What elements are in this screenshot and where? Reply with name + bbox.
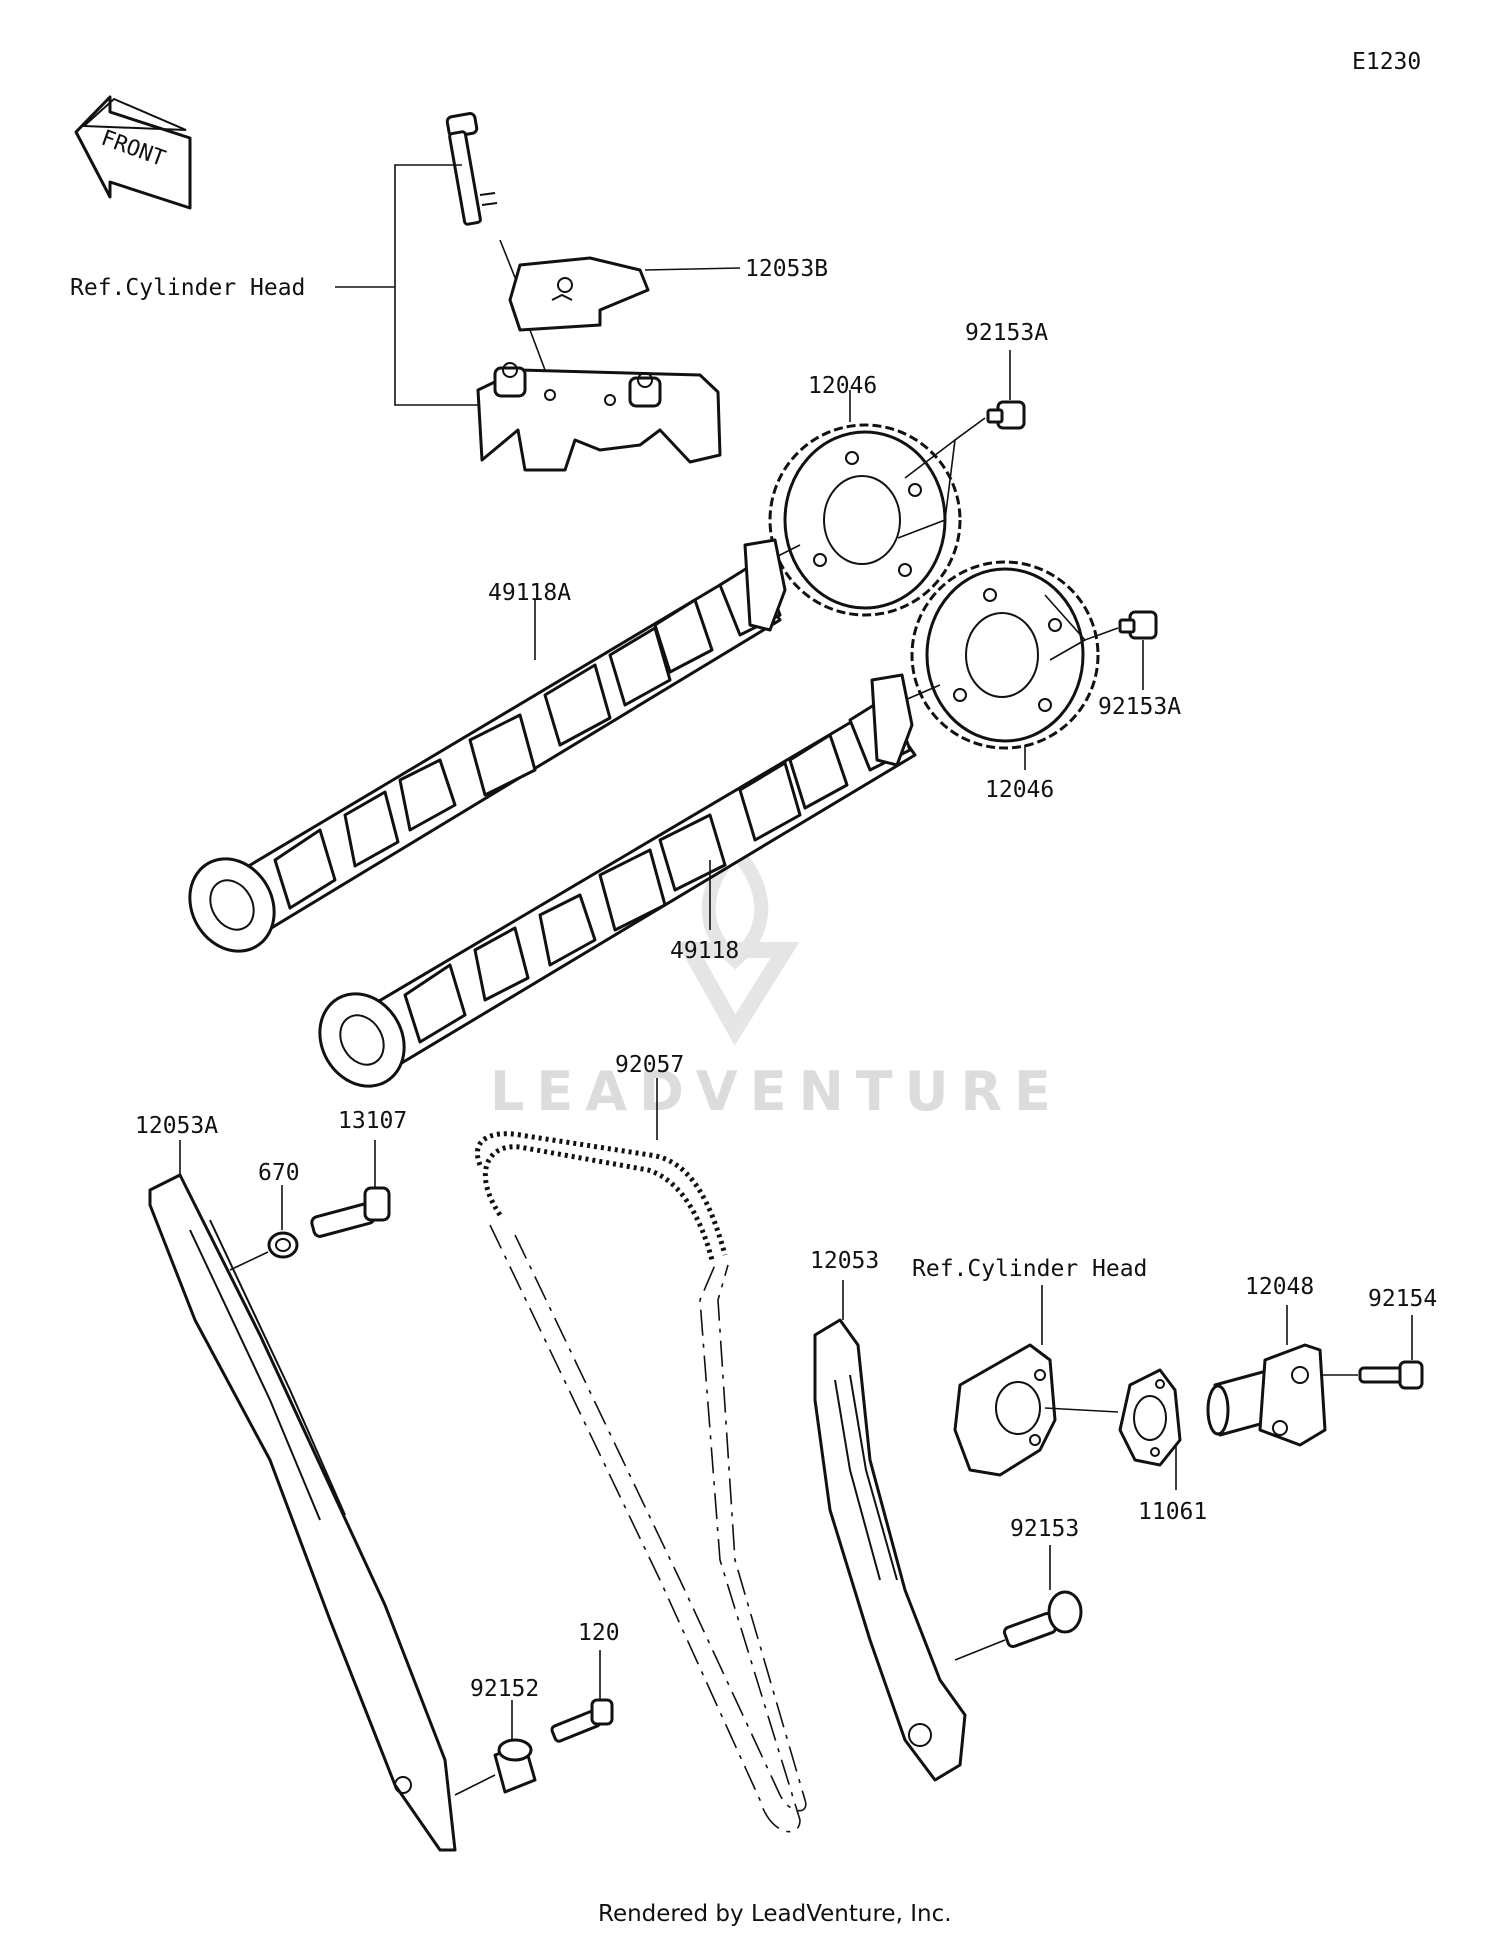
callout-12053A: 12053A [135, 1113, 218, 1139]
diagram-code: E1230 [1352, 49, 1421, 75]
chain-tensioner [1206, 1343, 1327, 1447]
callout-92152: 92152 [470, 1676, 539, 1702]
tensioner-bolt [1358, 1360, 1424, 1390]
camshaft-lobes [188, 538, 787, 953]
tensioner-guide-pivot-bolt [1002, 1590, 1083, 1649]
callout-12046-top: 12046 [808, 373, 877, 399]
callout-12053: 12053 [810, 1248, 879, 1274]
callout-92153A-top: 92153A [965, 320, 1048, 346]
timing-chain [475, 1131, 807, 1833]
callout-670: 670 [258, 1160, 300, 1186]
callout-92057: 92057 [615, 1052, 684, 1078]
callout-ref-cylinder-head-top: Ref.Cylinder Head [70, 275, 305, 301]
cylinder-head-tensioner-mount [953, 1343, 1057, 1477]
intake-camshaft [188, 538, 787, 953]
leadventure-logo-icon [676, 839, 800, 1046]
camshaft-sprocket-upper [768, 423, 962, 617]
callout-12046-bottom: 12046 [985, 777, 1054, 803]
washer [267, 1231, 299, 1259]
sprocket-bolt-upper [986, 400, 1026, 430]
callout-49118: 49118 [670, 938, 739, 964]
chain-guide-front [148, 1173, 457, 1852]
guide-collar [493, 1738, 537, 1794]
sprocket-bolt-lower [1118, 610, 1158, 640]
callout-ref-cylinder-head-bottom: Ref.Cylinder Head [912, 1256, 1147, 1282]
callout-92154: 92154 [1368, 1286, 1437, 1312]
front-arrow-icon: FRONT [74, 95, 192, 210]
chain-tensioner-guide [813, 1318, 967, 1782]
callout-120: 120 [578, 1620, 620, 1646]
tensioner-gasket [1118, 1368, 1182, 1467]
callout-12048: 12048 [1245, 1274, 1314, 1300]
cam-cap-holder [476, 362, 722, 472]
callout-92153: 92153 [1010, 1516, 1079, 1542]
callout-49118A: 49118A [488, 580, 571, 606]
cam-chain-guide-bracket [508, 256, 650, 332]
cam-cap-bolt [445, 112, 498, 226]
callout-11061: 11061 [1138, 1499, 1207, 1525]
watermark-text: LEADVENTURE [490, 1060, 1063, 1123]
callout-92153A-right: 92153A [1098, 694, 1181, 720]
footer-credit: Rendered by LeadVenture, Inc. [598, 1901, 952, 1927]
guide-pivot-bolt-small [550, 1698, 614, 1743]
callout-12053B: 12053B [745, 256, 828, 282]
callout-13107: 13107 [338, 1108, 407, 1134]
guide-bolt [310, 1186, 391, 1238]
exhaust-camshaft [318, 673, 917, 1088]
camshaft-sprocket-lower [910, 560, 1100, 750]
